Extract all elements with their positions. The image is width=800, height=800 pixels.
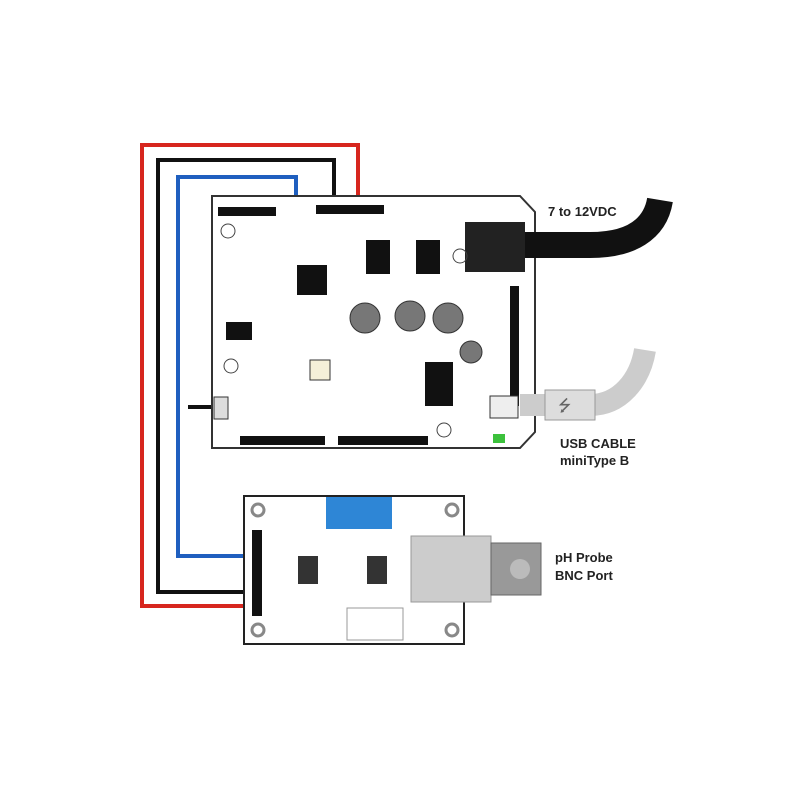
- power-label: 7 to 12VDC: [548, 204, 617, 219]
- usb-label-line1: USB CABLE: [560, 436, 636, 451]
- usb-plug: [544, 389, 596, 421]
- usb-label-line2: miniType B: [560, 453, 630, 468]
- usb-icon: ⭍: [558, 397, 571, 415]
- blue-wire: [176, 175, 298, 558]
- red-wire: [140, 143, 360, 608]
- trimpot: [326, 497, 392, 529]
- pin-header: [252, 530, 262, 616]
- power-led: [493, 434, 505, 443]
- bnc-connector: [410, 535, 492, 603]
- controller-board: [211, 195, 536, 449]
- switch: [213, 396, 229, 420]
- probe-label-line1: pH Probe: [555, 550, 613, 565]
- power-cable: [525, 196, 673, 258]
- probe-label-line2: BNC Port: [555, 568, 613, 583]
- reset-button: [309, 359, 331, 381]
- black-wire: [156, 158, 336, 594]
- ph-sensor-board: [243, 495, 542, 645]
